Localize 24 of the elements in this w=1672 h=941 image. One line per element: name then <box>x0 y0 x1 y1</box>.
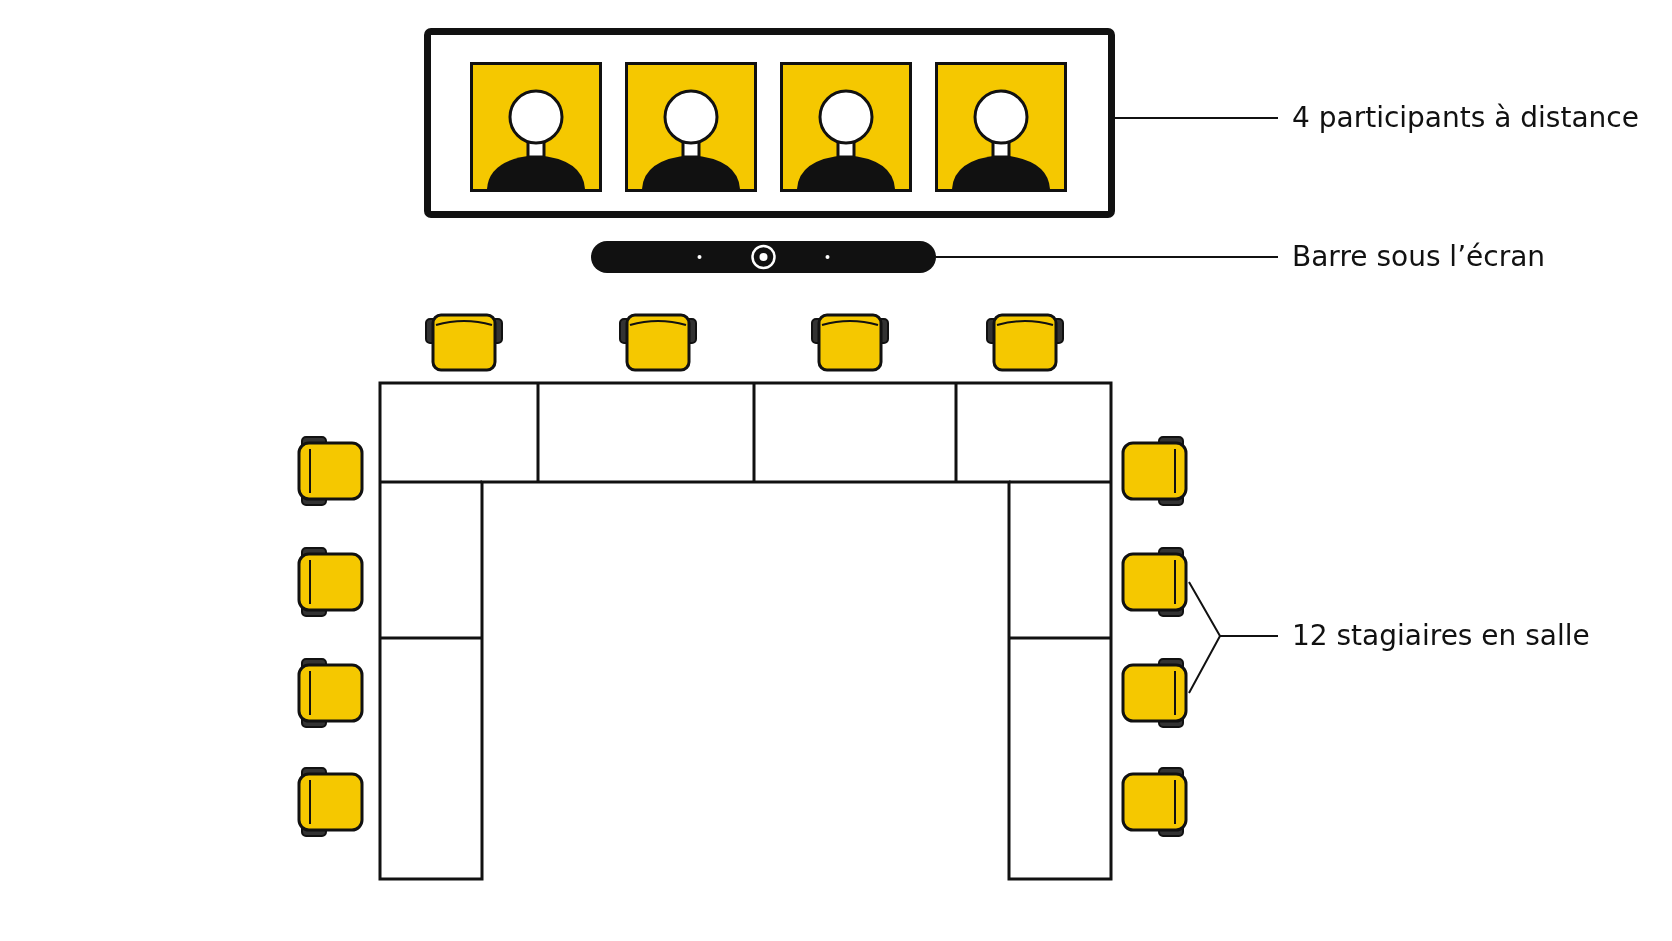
chair <box>296 766 366 838</box>
chair <box>1119 766 1189 838</box>
video-bar <box>591 241 936 273</box>
callout-label: 4 participants à distance <box>1292 101 1639 135</box>
chair <box>1119 546 1189 618</box>
chair <box>296 435 366 507</box>
leader-line <box>935 256 1279 258</box>
person-avatar <box>625 62 757 192</box>
chair <box>810 311 890 373</box>
person-avatar <box>470 62 602 192</box>
leader-line <box>1188 635 1279 694</box>
chair <box>618 311 698 373</box>
callout-label: 12 stagiaires en salle <box>1292 619 1590 653</box>
chair <box>296 546 366 618</box>
callout-label: Barre sous l’écran <box>1292 240 1546 274</box>
leader-line <box>1114 117 1279 119</box>
chair <box>1119 657 1189 729</box>
display-screen <box>424 28 1115 218</box>
chair <box>985 311 1065 373</box>
person-avatar <box>935 62 1067 192</box>
person-avatar <box>780 62 912 192</box>
chair <box>424 311 504 373</box>
chair <box>296 657 366 729</box>
chair <box>1119 435 1189 507</box>
